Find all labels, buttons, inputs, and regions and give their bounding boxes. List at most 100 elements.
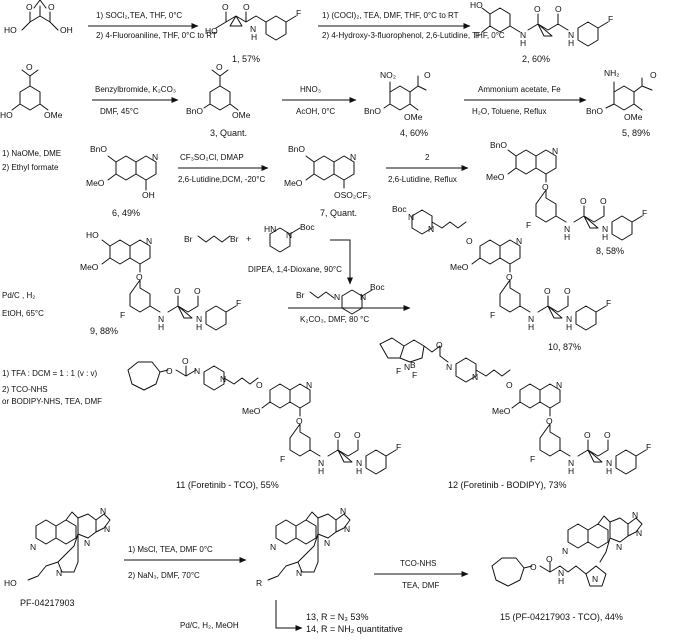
svg-text:H: H bbox=[564, 232, 570, 242]
svg-text:O: O bbox=[600, 196, 607, 206]
svg-text:2) 4-Fluoroaniline, THF, 0°C t: 2) 4-Fluoroaniline, THF, 0°C to RT bbox=[96, 31, 217, 40]
svg-text:N: N bbox=[56, 568, 62, 578]
structure-compound-7: N BnO MeO OSO₂CF₃ 7, Quant. bbox=[284, 144, 371, 218]
svg-text:O: O bbox=[424, 70, 431, 80]
svg-text:H: H bbox=[520, 38, 526, 48]
reaction-arrow-1: 1) SOCl₂,TEA, THF, 0°C 2) 4-Fluoroanilin… bbox=[88, 11, 217, 40]
svg-text:2: 2 bbox=[425, 153, 430, 162]
svg-text:EtOH, 65°C: EtOH, 65°C bbox=[2, 309, 44, 318]
svg-text:4, 60%: 4, 60% bbox=[400, 128, 428, 138]
svg-text:O: O bbox=[296, 416, 303, 426]
svg-text:N: N bbox=[306, 380, 312, 390]
structure-compound-1: HO O O N H F 1, 57% bbox=[205, 2, 301, 64]
svg-text:DIPEA, 1,4-Dioxane, 90°C: DIPEA, 1,4-Dioxane, 90°C bbox=[248, 265, 342, 274]
svg-text:Pd/C, H₂, MeOH: Pd/C, H₂, MeOH bbox=[180, 621, 239, 630]
svg-text:10, 87%: 10, 87% bbox=[548, 342, 581, 352]
svg-text:N: N bbox=[472, 372, 478, 382]
svg-text:2) TCO-NHS: 2) TCO-NHS bbox=[2, 385, 48, 394]
svg-text:BnO: BnO bbox=[490, 140, 507, 150]
reaction-arrow-14: Pd/C, H₂, MeOH bbox=[180, 600, 303, 631]
svg-text:N: N bbox=[340, 506, 346, 516]
svg-text:BnO: BnO bbox=[586, 106, 603, 116]
reaction-arrow-4: HNO₃ AcOH, 0°C bbox=[282, 85, 357, 116]
svg-text:MeO: MeO bbox=[86, 178, 105, 188]
svg-text:Br: Br bbox=[230, 234, 239, 244]
svg-text:3, Quant.: 3, Quant. bbox=[210, 128, 247, 138]
svg-text:Boc: Boc bbox=[300, 222, 315, 232]
svg-text:2, 60%: 2, 60% bbox=[522, 54, 550, 64]
svg-text:O: O bbox=[546, 416, 553, 426]
svg-text:O: O bbox=[584, 430, 591, 440]
reaction-arrow-6-label: 1) NaOMe, DME 2) Ethyl formate bbox=[2, 149, 61, 172]
svg-text:N: N bbox=[30, 542, 36, 552]
svg-text:N: N bbox=[408, 212, 414, 222]
svg-text:BnO: BnO bbox=[364, 106, 381, 116]
svg-text:2) Ethyl formate: 2) Ethyl formate bbox=[2, 163, 59, 172]
svg-text:OMe: OMe bbox=[624, 112, 643, 122]
structure-compound-8: N BnO MeO O F N H O O N H F 8, 58% bbox=[486, 140, 647, 256]
svg-text:7, Quant.: 7, Quant. bbox=[320, 208, 357, 218]
svg-text:N: N bbox=[606, 458, 612, 468]
svg-text:F: F bbox=[396, 442, 401, 452]
svg-text:OH: OH bbox=[142, 190, 155, 200]
svg-text:TCO-NHS: TCO-NHS bbox=[400, 559, 436, 568]
svg-text:H: H bbox=[606, 466, 612, 476]
svg-text:14, R = NH₂ quantitative: 14, R = NH₂ quantitative bbox=[306, 624, 403, 634]
svg-text:2,6-Lutidine,DCM, -20°C: 2,6-Lutidine,DCM, -20°C bbox=[178, 175, 265, 184]
svg-text:O: O bbox=[194, 286, 201, 296]
svg-text:N: N bbox=[318, 458, 324, 468]
svg-text:TEA, DMF: TEA, DMF bbox=[402, 581, 439, 590]
svg-text:2) 4-Hydroxy-3-fluorophenol, 2: 2) 4-Hydroxy-3-fluorophenol, 2,6-Lutidin… bbox=[322, 31, 505, 40]
svg-text:N: N bbox=[344, 524, 350, 534]
structure-compound-6: N BnO MeO OH 6, 49% bbox=[86, 144, 158, 218]
svg-text:H: H bbox=[318, 466, 324, 476]
svg-text:BnO: BnO bbox=[288, 144, 305, 154]
svg-text:5, 89%: 5, 89% bbox=[622, 128, 650, 138]
svg-text:O: O bbox=[534, 4, 541, 14]
svg-text:MeO: MeO bbox=[284, 178, 303, 188]
svg-text:H₂O, Toluene, Reflux: H₂O, Toluene, Reflux bbox=[472, 107, 547, 116]
svg-text:F: F bbox=[530, 454, 535, 464]
svg-text:O: O bbox=[506, 380, 513, 390]
reaction-arrow-10b: K₂CO₃, DMF, 80 °C bbox=[288, 305, 411, 324]
reaction-arrow-5: Ammonium acetate, Fe H₂O, Toluene, Reflu… bbox=[464, 85, 587, 116]
svg-text:N: N bbox=[84, 538, 90, 548]
svg-text:O: O bbox=[222, 2, 229, 12]
structure-compound-4: NO₂ O BnO OMe 4, 60% bbox=[364, 70, 431, 138]
svg-text:N: N bbox=[356, 458, 362, 468]
svg-text:HNO₃: HNO₃ bbox=[300, 85, 321, 94]
structure-boc-piperazine: HN N Boc bbox=[264, 222, 315, 253]
structure-compound-2: HO F N H O O N H F 2, 60% bbox=[470, 0, 613, 64]
svg-text:N: N bbox=[446, 362, 452, 372]
structure-compound-3: O BnO OMe 3, Quant. bbox=[186, 62, 251, 138]
svg-text:N: N bbox=[516, 236, 522, 246]
svg-text:O: O bbox=[26, 62, 33, 72]
structure-dibromopropane: Br Br bbox=[184, 234, 239, 244]
svg-text:Benzylbromide, K₂CO₃: Benzylbromide, K₂CO₃ bbox=[95, 85, 176, 94]
svg-text:N: N bbox=[602, 224, 608, 234]
svg-text:HO: HO bbox=[470, 0, 483, 10]
svg-text:1) TFA : DCM = 1 : 1 (v : v): 1) TFA : DCM = 1 : 1 (v : v) bbox=[2, 369, 98, 378]
svg-text:HN: HN bbox=[264, 224, 276, 234]
svg-text:H: H bbox=[566, 322, 572, 332]
svg-text:O: O bbox=[544, 286, 551, 296]
svg-text:O: O bbox=[436, 340, 443, 350]
svg-text:O: O bbox=[580, 196, 587, 206]
svg-text:6, 49%: 6, 49% bbox=[112, 208, 140, 218]
svg-text:N: N bbox=[528, 314, 534, 324]
svg-text:B: B bbox=[410, 360, 416, 370]
svg-text:F: F bbox=[490, 310, 495, 320]
svg-text:MeO: MeO bbox=[492, 406, 511, 416]
svg-text:O: O bbox=[530, 562, 537, 572]
svg-text:NH₂: NH₂ bbox=[604, 68, 620, 78]
reaction-arrow-7: CF₃SO₂Cl, DMAP 2,6-Lutidine,DCM, -20°C bbox=[178, 153, 269, 184]
reaction-arrow-9-label: Pd/C , H₂ EtOH, 65°C bbox=[2, 291, 44, 318]
svg-text:O: O bbox=[166, 366, 173, 376]
svg-text:N: N bbox=[556, 380, 562, 390]
svg-text:Ammonium acetate, Fe: Ammonium acetate, Fe bbox=[478, 85, 561, 94]
svg-text:Pd/C , H₂: Pd/C , H₂ bbox=[2, 291, 35, 300]
structure-compound-10: Boc N N O N MeO O F N H O O N H F 10, 87… bbox=[392, 204, 611, 352]
reaction-arrow-8: 2 2,6-Lutidine, Reflux bbox=[386, 153, 469, 184]
svg-text:H: H bbox=[356, 466, 362, 476]
